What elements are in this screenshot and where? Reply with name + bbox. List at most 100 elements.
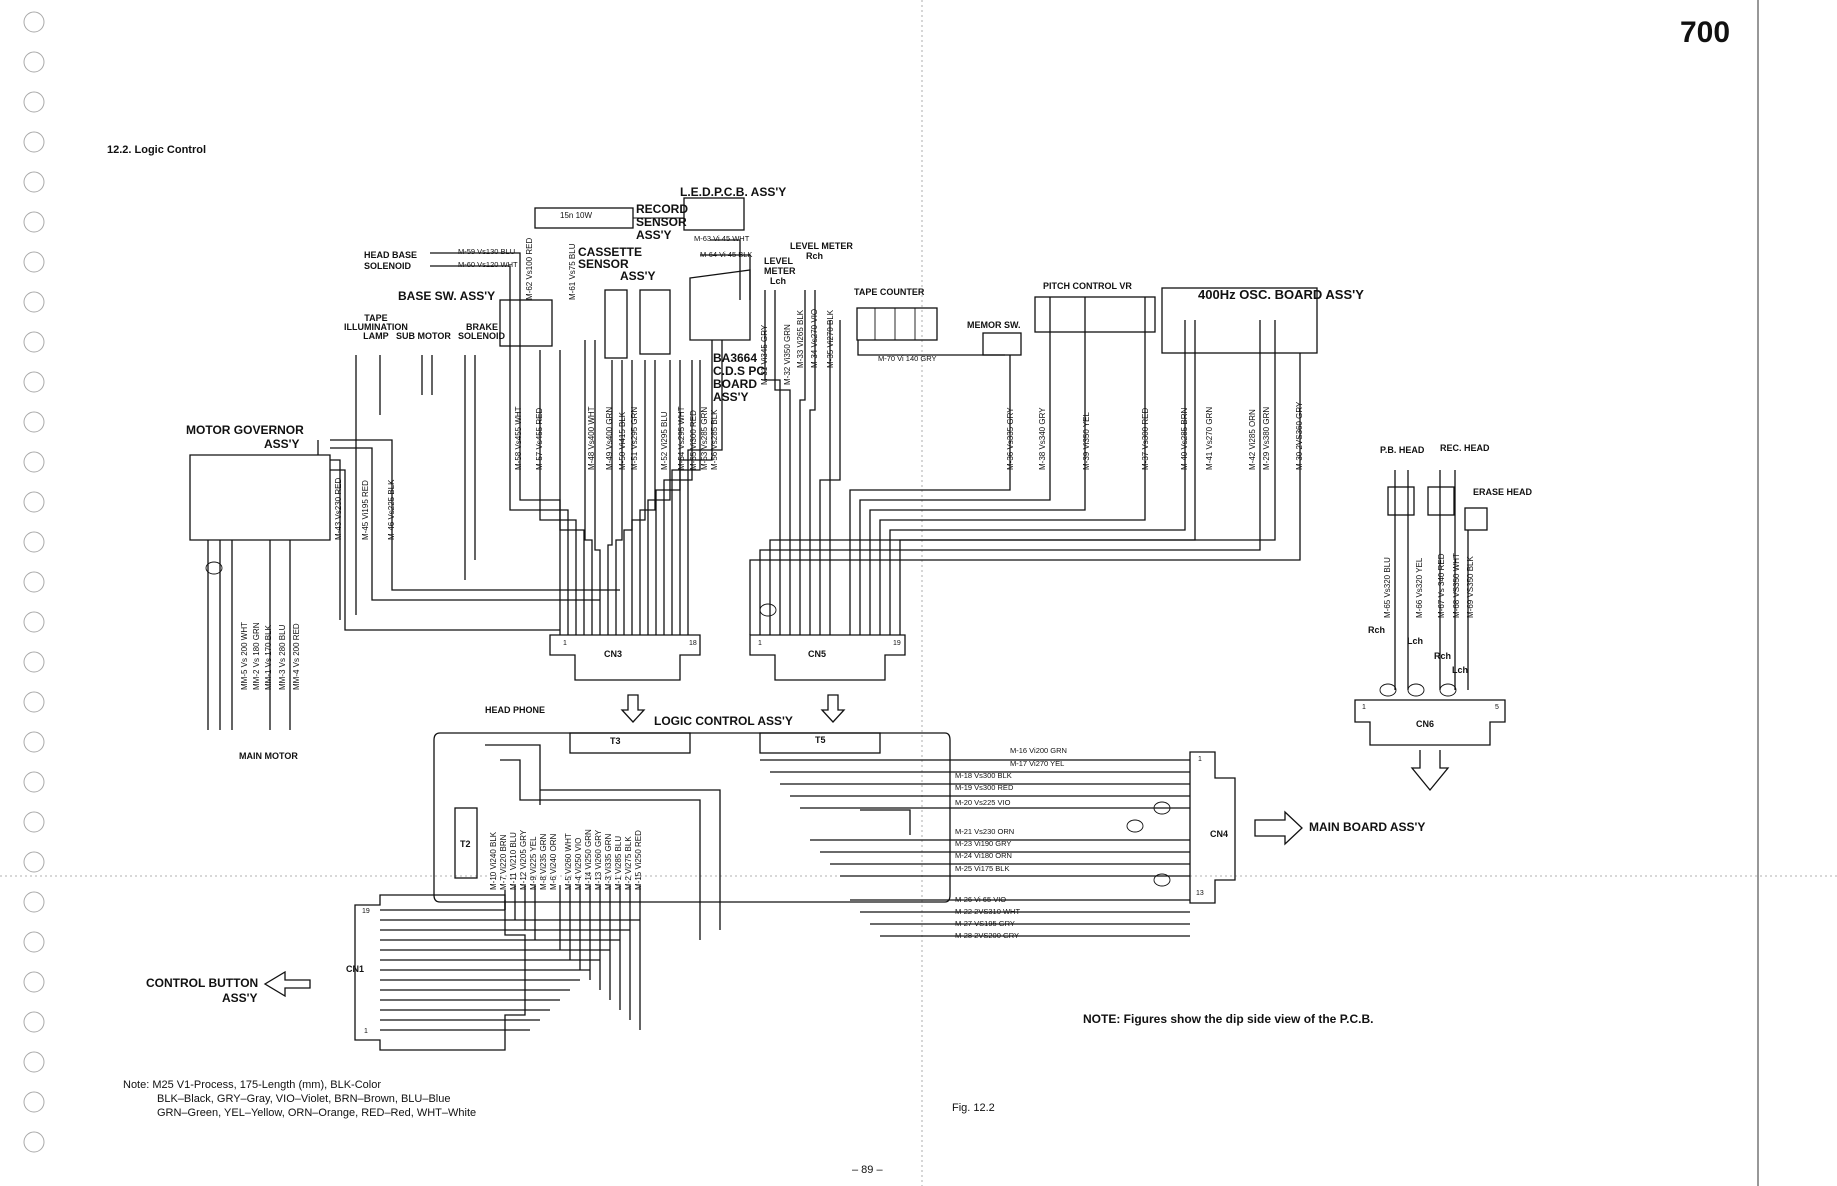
dip-side-note: NOTE: Figures show the dip side view of … [1083, 1012, 1374, 1026]
wire-label: M-56 Vs285 BLK [710, 409, 719, 470]
wire-label: M-69 VS350 BLK [1466, 556, 1475, 618]
wire-label: M-70 Vi 140 GRY [878, 354, 937, 363]
wire-label: M-4 Vi250 VIO [574, 837, 583, 890]
wire-label: M-32 Vi350 GRN [783, 324, 792, 385]
logic-control-label: LOGIC CONTROL ASS'Y [654, 714, 793, 728]
record-sensor-body [639, 289, 671, 355]
wire-label: M-63 Vi 45 WHT [694, 234, 750, 243]
wire-label: M-27 VS195 GRY [955, 919, 1015, 928]
level-meter-rch-label: Rch [806, 251, 824, 261]
t5-block [759, 732, 881, 754]
memory-sw-label: MEMOR SW. [967, 320, 1021, 330]
t2-label: T2 [460, 839, 471, 849]
page-number-label: 700 [1680, 16, 1731, 49]
cn6-pin-first: 1 [1362, 704, 1366, 711]
lch2-label: Lch [1452, 665, 1469, 675]
wire-label: M-31 Vi345 GRY [760, 324, 769, 385]
wire-label: M-16 Vi200 GRN [1010, 746, 1067, 755]
wire-label: MM-4 Vs 200 RED [292, 623, 301, 690]
note-line-1: Note: M25 V1-Process, 175-Length (mm), B… [123, 1079, 381, 1091]
wire-label: M-50 Vi415 BLK [618, 411, 627, 470]
wire-label: M-34 Vs270 VIO [810, 308, 819, 368]
t3-block [569, 732, 691, 754]
t5-label: T5 [815, 735, 826, 745]
cn5-pin-last: 19 [893, 640, 901, 647]
wire-label: M-2 Vi275 BLK [624, 836, 633, 890]
wire-label: M-28 2VS200 GRY [955, 931, 1020, 940]
wire-label: M-18 Vs300 BLK [955, 771, 1012, 780]
t3-label: T3 [610, 736, 621, 746]
wire-label: MM-2 Vs 180 GRN [252, 622, 261, 690]
wire-label: M-6 Vi240 ORN [549, 833, 558, 890]
wire-label: M-7 Vi220 BRN [499, 834, 508, 890]
tape-counter-label: TAPE COUNTER [854, 287, 925, 297]
wire-label: M-64 Vi 45 BLK [700, 250, 753, 259]
cn5-connector [749, 634, 906, 681]
wire-label: M-53 Vs285 GRN [700, 406, 709, 470]
wire-label: M-19 Vs300 RED [955, 783, 1014, 792]
wire-label: M-24 Vi180 ORN [955, 851, 1012, 860]
wire-label: M-15 Vi250 RED [634, 830, 643, 890]
wire-label: M-68 VS350 WHT [1452, 553, 1461, 618]
wire-label: M-49 Vs400 GRN [605, 406, 614, 470]
wire-label: M-10 Vi240 BLK [489, 831, 498, 890]
led-pcb-box [683, 197, 745, 231]
wire-label: M-26 Vi 65 VIO [955, 895, 1007, 904]
wire-label: M-25 Vi175 BLK [955, 864, 1010, 873]
cn6-pin-last: 5 [1495, 704, 1499, 711]
binder-holes [23, 11, 45, 1153]
cn5-label: CN5 [808, 649, 827, 659]
wire-label: M-62 Vs100 RED [525, 237, 534, 300]
wire-label: M-3 Vi335 GRN [604, 833, 613, 890]
wire-label: M-9 Vi225 YEL [529, 836, 538, 890]
base-sw-body [499, 299, 553, 347]
figure-label: Fig. 12.2 [952, 1102, 995, 1114]
pb-head-box [1387, 486, 1415, 516]
cn3-pin-first: 1 [563, 640, 567, 647]
head-phone-label: HEAD PHONE [485, 705, 546, 715]
wire-label: M-42 Vi285 ORN [1248, 409, 1257, 470]
wire-label: M-12 Vi205 GRY [519, 829, 528, 890]
note-line-2: BLK–Black, GRY–Gray, VIO–Violet, BRN–Bro… [157, 1093, 451, 1105]
main-board-label: MAIN BOARD ASS'Y [1309, 820, 1426, 834]
cn3-connector [549, 634, 701, 681]
cn4-pin-first: 1 [1198, 756, 1202, 763]
cn4-connector [1189, 751, 1236, 904]
base-sw-label: BASE SW. ASS'Y [398, 289, 496, 303]
osc-board-box [1161, 287, 1318, 354]
wire-label: M-33 Vi265 BLK [796, 309, 805, 368]
wire-label: M-61 Vs75 BLU [568, 243, 577, 300]
wire-label: M-22 2VS310 WHT [955, 907, 1021, 916]
cn1-label: CN1 [346, 964, 365, 974]
motor-governor-box [189, 454, 331, 541]
ba3664-board [689, 269, 751, 341]
cn4-pin-last: 13 [1196, 890, 1204, 897]
tape-counter-box [856, 307, 938, 341]
cassette-sensor-body [604, 289, 628, 359]
section-title: 12.2. Logic Control [107, 144, 207, 156]
cn1-pin-first: 19 [362, 908, 370, 915]
wire-label: M-1 Vi285 BLU [614, 835, 623, 890]
wire-label: M-21 Vs230 ORN [955, 827, 1015, 836]
wire-label: M-14 Vi250 GRN [584, 829, 593, 890]
cn4-label: CN4 [1210, 829, 1229, 839]
main-motor-label: MAIN MOTOR [239, 751, 298, 761]
page-footer-number: – 89 – [852, 1164, 883, 1176]
wire-label: M-48 Vs400 WHT [587, 406, 596, 470]
erase-head-label: ERASE HEAD [1473, 487, 1533, 497]
cn3-pin-last: 18 [689, 640, 697, 647]
wire-label: M-13 Vi260 GRY [594, 829, 603, 890]
wire-label: M-23 Vi190 GRY [955, 839, 1012, 848]
cn6-label: CN6 [1416, 719, 1435, 729]
lch-label: Lch [1407, 636, 1424, 646]
wire-label: M-20 Vs225 VIO [955, 798, 1011, 807]
note-line-3: GRN–Green, YEL–Yellow, ORN–Orange, RED–R… [157, 1107, 477, 1119]
